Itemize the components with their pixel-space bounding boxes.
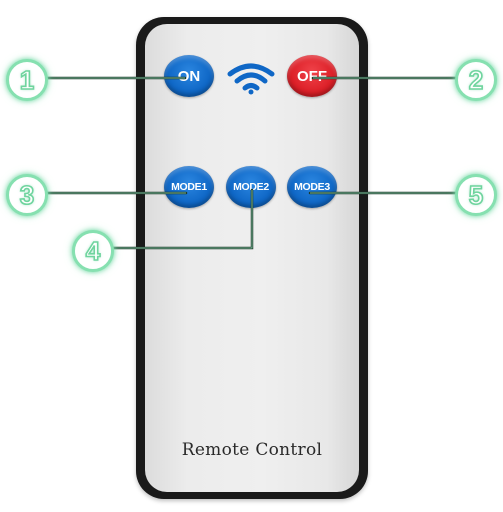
wifi-signal-icon — [227, 63, 275, 95]
mode3-button[interactable]: MODE3 — [287, 166, 337, 208]
callout-3: 3 — [6, 174, 48, 216]
callout-5: 5 — [455, 174, 497, 216]
on-button[interactable]: ON — [164, 55, 214, 97]
mode2-button[interactable]: MODE2 — [226, 166, 276, 208]
mode1-button[interactable]: MODE1 — [164, 166, 214, 208]
remote-face — [145, 24, 359, 492]
remote-label: Remote Control — [181, 440, 323, 460]
off-button[interactable]: OFF — [287, 55, 337, 97]
callout-2: 2 — [455, 59, 497, 101]
callout-4: 4 — [72, 230, 114, 272]
callout-1: 1 — [6, 59, 48, 101]
